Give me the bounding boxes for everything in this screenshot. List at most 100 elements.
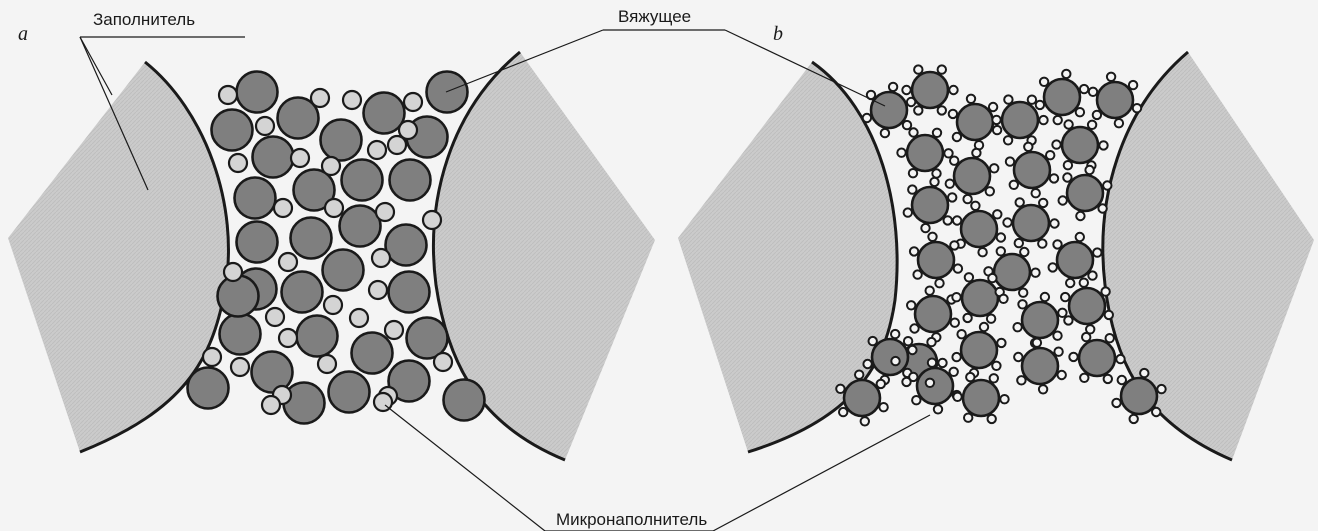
binder-particle bbox=[912, 72, 948, 108]
binder-particle bbox=[962, 280, 998, 316]
binder-particle bbox=[329, 372, 370, 413]
microfiller-particle bbox=[224, 263, 242, 281]
microfiller-particle bbox=[1050, 219, 1058, 227]
microfiller-particle bbox=[1140, 369, 1148, 377]
microfiller-particle bbox=[927, 338, 935, 346]
microfiller-particle bbox=[938, 359, 946, 367]
binder-particle bbox=[915, 296, 951, 332]
microfiller-particle bbox=[903, 121, 911, 129]
binder-particle bbox=[1079, 340, 1115, 376]
microfiller-particle bbox=[863, 360, 871, 368]
microfiller-particle bbox=[971, 202, 979, 210]
microfiller-particle bbox=[950, 241, 958, 249]
microfiller-particle bbox=[953, 393, 961, 401]
microfiller-particle bbox=[1058, 309, 1066, 317]
microfiller-particle bbox=[266, 308, 284, 326]
binder-particle bbox=[918, 242, 954, 278]
microfiller-particle bbox=[869, 337, 877, 345]
microfiller-particle bbox=[904, 208, 912, 216]
microfiller-particle bbox=[963, 195, 971, 203]
binder-particle bbox=[342, 160, 383, 201]
microfiller-particle bbox=[907, 301, 915, 309]
microfiller-particle bbox=[921, 224, 929, 232]
microfiller-particle bbox=[988, 415, 996, 423]
microfiller-particle bbox=[1129, 81, 1137, 89]
microfiller-particle bbox=[881, 129, 889, 137]
binder-particle bbox=[235, 178, 276, 219]
microfiller-particle bbox=[879, 403, 887, 411]
microfiller-particle bbox=[1099, 141, 1107, 149]
microfiller-particle bbox=[946, 180, 954, 188]
binder-particle bbox=[994, 254, 1030, 290]
microfiller-particle bbox=[1024, 143, 1032, 151]
binder-particle bbox=[321, 120, 362, 161]
microfiller-particle bbox=[1058, 371, 1066, 379]
microfiller-particle bbox=[229, 154, 247, 172]
microfiller-particle bbox=[1093, 248, 1101, 256]
microfiller-particle bbox=[1036, 101, 1044, 109]
microfiller-particle bbox=[1039, 199, 1047, 207]
binder-particle bbox=[297, 316, 338, 357]
microfiller-particle bbox=[988, 274, 996, 282]
microfiller-particle bbox=[1062, 70, 1070, 78]
microfiller-particle bbox=[1133, 104, 1141, 112]
microfiller-particle bbox=[992, 362, 1000, 370]
microfiller-particle bbox=[256, 117, 274, 135]
microfiller-particle bbox=[1054, 348, 1062, 356]
binder-particle bbox=[961, 332, 997, 368]
microfiller-particle bbox=[1006, 157, 1014, 165]
binder-particle bbox=[1013, 205, 1049, 241]
microfiller-particle bbox=[372, 249, 390, 267]
microfiller-particle bbox=[1115, 119, 1123, 127]
microfiller-particle bbox=[907, 98, 915, 106]
microfiller-particle bbox=[1014, 353, 1022, 361]
microfiller-particle bbox=[912, 396, 920, 404]
microfiller-particle bbox=[909, 373, 917, 381]
filler-label: Заполнитель bbox=[93, 10, 195, 29]
microfiller-particle bbox=[1010, 181, 1018, 189]
leader-filler-to-grain-a-2 bbox=[80, 37, 112, 95]
microfiller-particle bbox=[311, 89, 329, 107]
microfiller-particle bbox=[1000, 395, 1008, 403]
microfiller-particle bbox=[914, 106, 922, 114]
microfiller-particle bbox=[1106, 334, 1114, 342]
microfiller-particle bbox=[388, 136, 406, 154]
panel-b-letter: b bbox=[773, 23, 783, 45]
microfiller-particle bbox=[369, 281, 387, 299]
microfiller-particle bbox=[1019, 289, 1027, 297]
binder-particle bbox=[444, 380, 485, 421]
microfiller-particle bbox=[993, 210, 1001, 218]
microfiller-particle bbox=[1080, 279, 1088, 287]
binder-particle bbox=[1002, 102, 1038, 138]
microfiller-particle bbox=[1082, 333, 1090, 341]
microfiller-particle bbox=[972, 149, 980, 157]
microfiller-particle bbox=[967, 95, 975, 103]
microfiller-particle bbox=[1052, 140, 1060, 148]
microfiller-particle bbox=[909, 169, 917, 177]
microfiller-particle bbox=[1039, 385, 1047, 393]
microfiller-particle bbox=[949, 86, 957, 94]
microfiller-particle bbox=[1032, 189, 1040, 197]
binder-particle bbox=[282, 272, 323, 313]
binder-label: Вяжущее bbox=[618, 7, 691, 26]
microfiller-particle bbox=[908, 185, 916, 193]
microfiller-particle bbox=[928, 359, 936, 367]
microfiller-particle bbox=[1080, 374, 1088, 382]
microfiller-particle bbox=[863, 114, 871, 122]
microfiller-particle bbox=[966, 373, 974, 381]
microfiller-particle bbox=[1103, 181, 1111, 189]
microfiller-particle bbox=[274, 199, 292, 217]
microfiller-particle bbox=[997, 247, 1005, 255]
microfiller-particle bbox=[1018, 300, 1026, 308]
microfiller-particle bbox=[1064, 120, 1072, 128]
microfiller-particle bbox=[1093, 111, 1101, 119]
binder-particle bbox=[954, 158, 990, 194]
microfiller-particle bbox=[1107, 73, 1115, 81]
microfiller-particle bbox=[987, 315, 995, 323]
microfiller-particle bbox=[434, 353, 452, 371]
binder-particle bbox=[220, 314, 261, 355]
microfiller-particle bbox=[990, 374, 998, 382]
binder-particle bbox=[961, 211, 997, 247]
microfiller-particle bbox=[989, 103, 997, 111]
